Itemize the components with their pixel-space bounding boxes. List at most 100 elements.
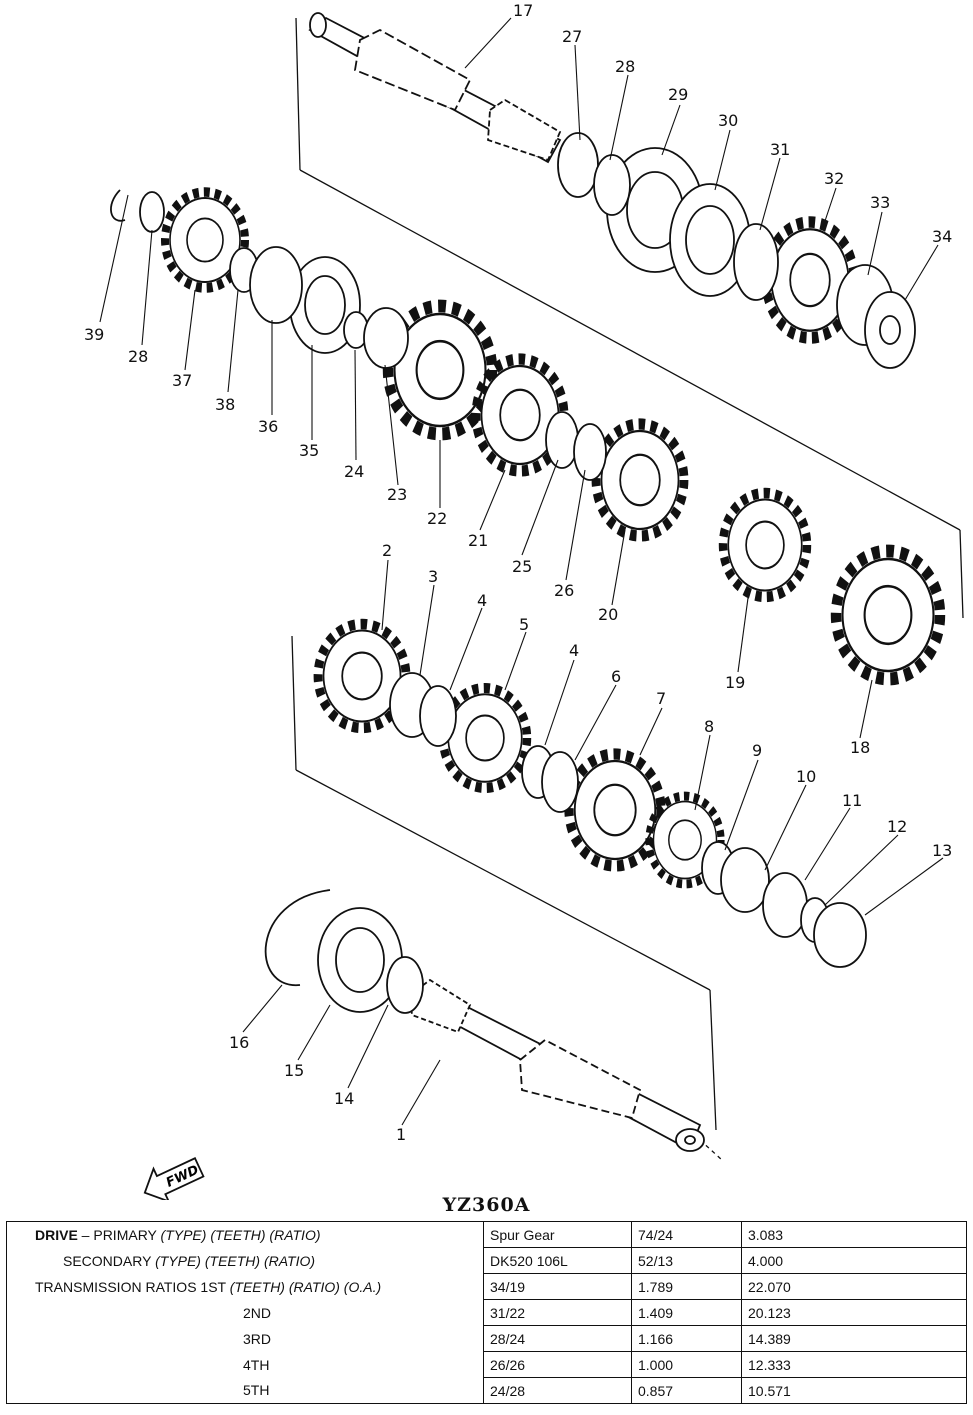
row-value-c1: 24/28	[483, 1377, 632, 1404]
row-value-c1: Spur Gear	[483, 1221, 632, 1248]
bearings-and-washers	[110, 132, 916, 1014]
exploded-transmission-diagram: 17 27 28 29 30 31 32 33 34 39 28 37 38 3…	[84, 1, 964, 1200]
callout-label: 27	[562, 27, 582, 46]
callout-label: 31	[770, 140, 790, 159]
row-label-text: 2ND	[243, 1304, 272, 1321]
row-value-c2: 0.857	[631, 1377, 742, 1404]
row-value-c1: 34/19	[483, 1273, 632, 1300]
row-label-text: – PRIMARY	[77, 1226, 161, 1243]
gear-18	[836, 551, 940, 679]
row-label-units: (TYPE) (TEETH) (RATIO)	[155, 1252, 316, 1269]
callout-label: 1	[396, 1125, 406, 1144]
callout-label: 19	[725, 673, 745, 692]
row-label-text: 3RD	[243, 1330, 272, 1347]
row-value-c3: 3.083	[741, 1221, 967, 1248]
callout-label: 35	[299, 441, 319, 460]
row-value-c1: 28/24	[483, 1325, 632, 1352]
callout-label: 39	[84, 325, 104, 344]
row-value-c1: 31/22	[483, 1299, 632, 1326]
row-label: TRANSMISSION RATIOS 1ST (TEETH) (RATIO) …	[6, 1273, 484, 1300]
callout-label: 32	[824, 169, 844, 188]
row-value-c3: 12.333	[741, 1351, 967, 1378]
row-label: 4TH	[6, 1351, 484, 1378]
callout-label: 36	[258, 417, 278, 436]
row-value-c3: 20.123	[741, 1299, 967, 1326]
callout-label: 8	[704, 717, 714, 736]
callout-label: 24	[344, 462, 364, 481]
gear-7	[569, 754, 661, 866]
callout-label: 17	[513, 1, 533, 20]
callout-label: 12	[887, 817, 907, 836]
callout-label: 26	[554, 581, 574, 600]
callout-label: 29	[668, 85, 688, 104]
row-label-units: (TYPE) (TEETH) (RATIO)	[160, 1226, 321, 1243]
callout-label: 3	[428, 567, 438, 586]
gear-20	[596, 424, 684, 536]
row-label: SECONDARY (TYPE) (TEETH) (RATIO)	[6, 1247, 484, 1274]
callout-labels: 17 27 28 29 30 31 32 33 34 39 28 37 38 3…	[84, 1, 952, 1144]
spec-table-body: DRIVE – PRIMARY (TYPE) (TEETH) (RATIO)Sp…	[6, 1221, 967, 1404]
main-shaft	[408, 978, 705, 1152]
callout-label: 11	[842, 791, 862, 810]
row-value-c3: 14.389	[741, 1325, 967, 1352]
callout-label: 4	[569, 641, 579, 660]
row-value-c2: 1.166	[631, 1325, 742, 1352]
callout-label: 6	[611, 667, 621, 686]
callout-label: 14	[334, 1089, 354, 1108]
table-row: SECONDARY (TYPE) (TEETH) (RATIO)DK520 10…	[6, 1247, 967, 1274]
row-value-c2: 1.000	[631, 1351, 742, 1378]
row-label: 3RD	[6, 1325, 484, 1352]
callout-label: 10	[796, 767, 816, 786]
callout-label: 21	[468, 531, 488, 550]
callout-label: 16	[229, 1033, 249, 1052]
spec-table: DRIVE – PRIMARY (TYPE) (TEETH) (RATIO)Sp…	[6, 1221, 967, 1404]
callout-label: 30	[718, 111, 738, 130]
leader-lines	[99, 17, 944, 1126]
row-label: 2ND	[6, 1299, 484, 1326]
callout-label: 15	[284, 1061, 304, 1080]
callout-label: 4	[477, 591, 487, 610]
row-value-c2: 1.789	[631, 1273, 742, 1300]
row-value-c2: 1.409	[631, 1299, 742, 1326]
fwd-arrow-icon: FWD	[143, 1157, 205, 1200]
gear-5	[443, 688, 527, 788]
row-label-text: TRANSMISSION RATIOS 1ST	[35, 1278, 230, 1295]
callout-label: 25	[512, 557, 532, 576]
row-label: 5TH	[6, 1377, 484, 1404]
callout-label: 23	[387, 485, 407, 504]
gear-19	[723, 493, 807, 597]
callout-label: 34	[932, 227, 952, 246]
output-shaft	[308, 12, 562, 164]
callout-label: 5	[519, 615, 529, 634]
callout-label: 20	[598, 605, 618, 624]
callout-label: 37	[172, 371, 192, 390]
row-value-c2: 52/13	[631, 1247, 742, 1274]
callout-label: 9	[752, 741, 762, 760]
callout-label: 7	[656, 689, 666, 708]
callout-label: 22	[427, 509, 447, 528]
callout-label: 28	[128, 347, 148, 366]
callout-label: 38	[215, 395, 235, 414]
row-value-c3: 4.000	[741, 1247, 967, 1274]
frame-lines	[291, 17, 964, 1161]
callout-label: 33	[870, 193, 890, 212]
row-value-c3: 10.571	[741, 1377, 967, 1404]
table-row: TRANSMISSION RATIOS 1ST (TEETH) (RATIO) …	[6, 1273, 967, 1300]
row-value-c1: DK520 106L	[483, 1247, 632, 1274]
row-label-text: 5TH	[243, 1382, 270, 1399]
row-value-c1: 26/26	[483, 1351, 632, 1378]
row-label-units: (TEETH) (RATIO) (O.A.)	[229, 1278, 382, 1295]
callout-label: 18	[850, 738, 870, 757]
callout-label: 13	[932, 841, 952, 860]
row-label-bold: DRIVE	[35, 1226, 78, 1243]
row-value-c2: 74/24	[631, 1221, 742, 1248]
row-label: DRIVE – PRIMARY (TYPE) (TEETH) (RATIO)	[6, 1221, 484, 1248]
callout-label: 2	[382, 541, 392, 560]
row-label-text: SECONDARY	[63, 1252, 156, 1269]
callout-label: 28	[615, 57, 635, 76]
row-label-text: 4TH	[243, 1356, 270, 1373]
